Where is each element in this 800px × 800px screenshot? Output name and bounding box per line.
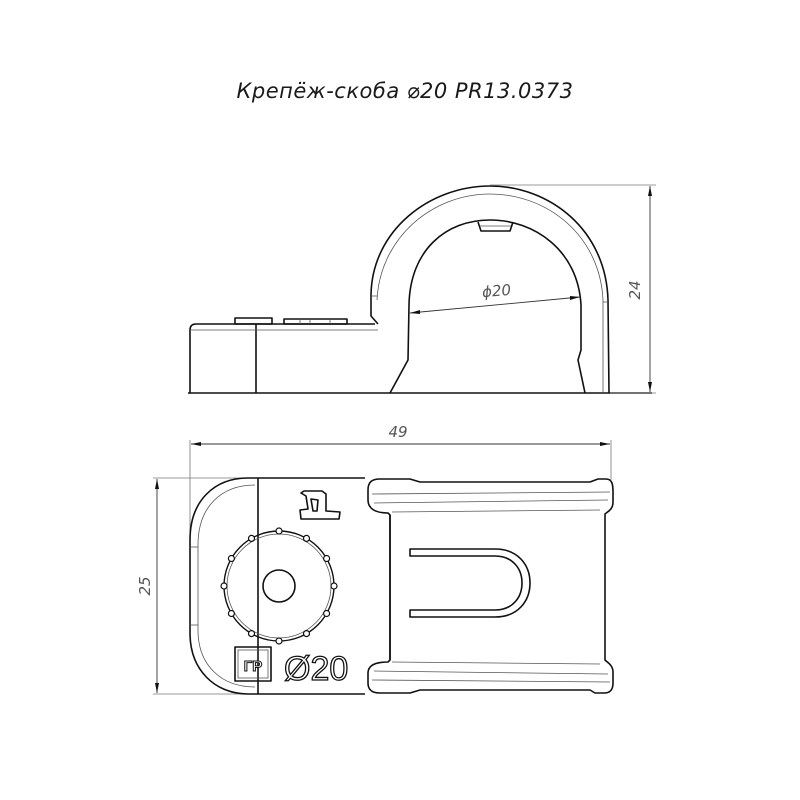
top-view: 49 25	[136, 423, 614, 695]
inner-arch	[389, 219, 586, 394]
outer-arch	[370, 185, 610, 394]
marking-logo-box	[234, 646, 272, 682]
depth-label: 25	[136, 576, 154, 595]
marking-logo: ГР	[244, 658, 263, 675]
marking-size: Ø20	[284, 650, 348, 688]
center-hole	[262, 569, 296, 603]
body-rounded-end	[189, 477, 258, 695]
diameter-dim-line	[409, 296, 581, 314]
clamp-strap-outline	[367, 478, 614, 694]
width-label: 49	[388, 423, 407, 441]
top-bump-2	[283, 318, 348, 325]
u-slot	[409, 548, 531, 618]
base-outline	[189, 323, 375, 393]
diameter-label: ϕ20	[481, 281, 511, 301]
serrated-ring	[220, 527, 338, 645]
top-notch	[477, 221, 514, 232]
side-view: ϕ20 24	[188, 184, 656, 394]
top-bump-1	[234, 317, 273, 325]
drawing-title: Крепёж-скоба ⌀20 PR13.0373	[236, 79, 573, 103]
manufacturer-logo-mark	[299, 490, 341, 520]
height-label: 24	[626, 280, 644, 299]
